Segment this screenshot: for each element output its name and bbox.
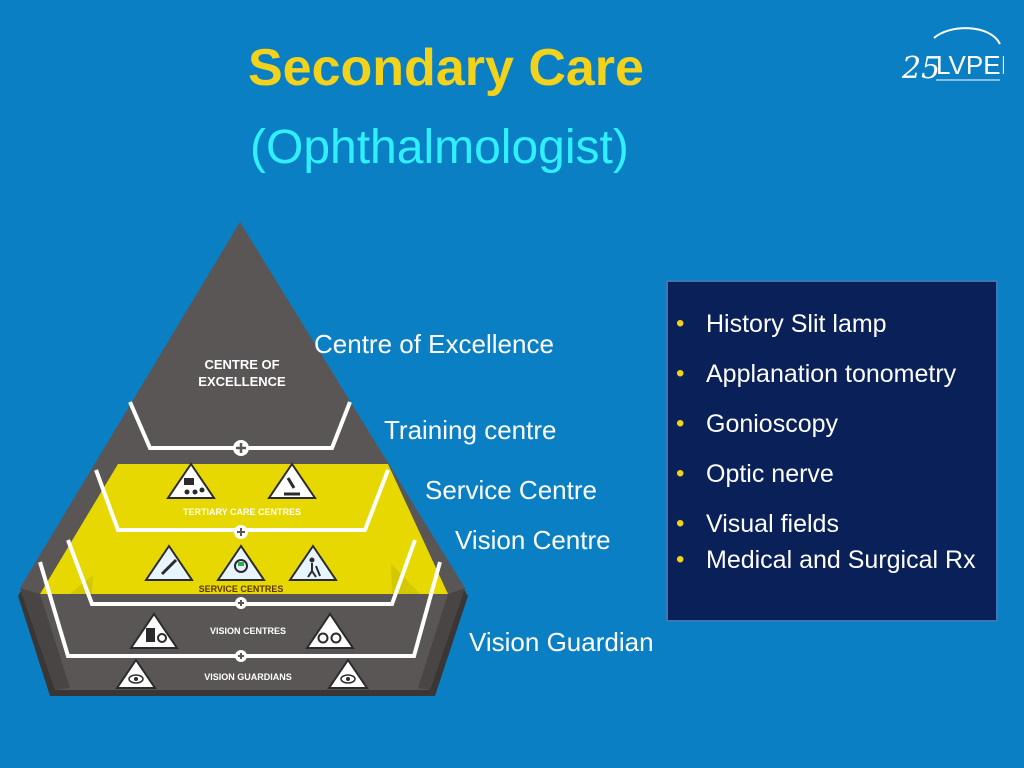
label-service-centre: Service Centre (425, 475, 597, 505)
slide-title: Secondary Care (248, 39, 644, 97)
eye-icon (327, 658, 369, 689)
plus-icon (234, 525, 248, 539)
glasses-icon (305, 612, 355, 649)
eye-icon (115, 658, 157, 689)
plus-icon (235, 597, 247, 609)
tier-label-tertiary: TERTIARY CARE CENTRES (183, 507, 301, 517)
logo-name: LVPEI (936, 50, 1004, 80)
list-item: •Gonioscopy (668, 406, 1006, 442)
tier-label-vision-centres: VISION CENTRES (210, 626, 286, 636)
tier-label-excellence: EXCELLENCE (198, 374, 286, 389)
syringe-icon (144, 544, 194, 581)
bullet-icon: • (676, 410, 685, 437)
label-vision-guardian: Vision Guardian (469, 627, 654, 657)
bullet-icon: • (676, 360, 685, 387)
examination-panel: •History Slit lamp •Applanation tonometr… (666, 280, 998, 622)
slide-subtitle: (Ophthalmologist) (250, 121, 629, 174)
walking-person-icon (288, 544, 338, 581)
bullet-icon: • (676, 310, 685, 337)
plus-icon (233, 440, 249, 456)
label-centre-of-excellence: Centre of Excellence (314, 329, 554, 359)
list-item: •Applanation tonometry (668, 356, 1006, 392)
bullet-icon: • (676, 546, 685, 573)
microscope-icon (267, 462, 317, 499)
list-item: •History Slit lamp (668, 306, 1006, 342)
bullet-icon: • (676, 460, 685, 487)
list-item: •Medical and Surgical Rx (668, 542, 1006, 578)
eye-chart-icon (129, 612, 179, 649)
list-item: •Optic nerve (668, 456, 1006, 492)
plus-icon (235, 650, 247, 662)
tier-label-service: SERVICE CENTRES (199, 584, 284, 594)
bullet-icon: • (676, 510, 685, 537)
label-training-centre: Training centre (384, 415, 557, 445)
lvpei-logo: 25 LVPEI (901, 27, 1004, 86)
teacher-icon (166, 462, 216, 499)
label-vision-centre: Vision Centre (455, 525, 611, 555)
doctor-icon (216, 544, 266, 581)
logo-number: 25 (901, 51, 940, 86)
list-item: •Visual fields (668, 506, 1006, 542)
tier-label-centre-of-excellence: CENTRE OF (204, 357, 279, 372)
pyramid-body (20, 222, 465, 690)
tier-label-vision-guardians: VISION GUARDIANS (204, 672, 292, 682)
